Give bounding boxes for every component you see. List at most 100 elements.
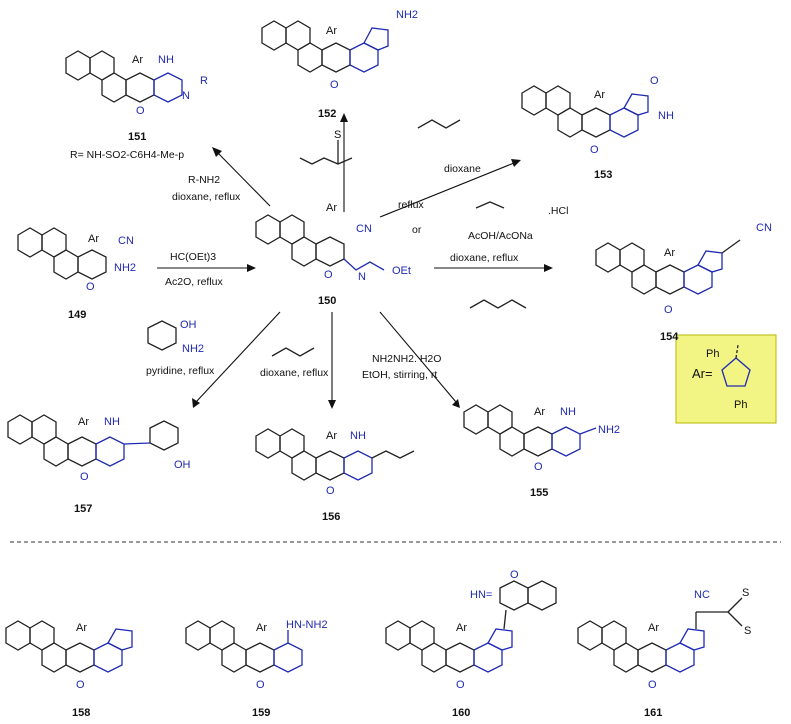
svg-text:O: O (650, 75, 659, 87)
compound-label-157: 157 (74, 503, 92, 515)
svg-text:CN: CN (756, 222, 772, 234)
compound-153: Ar O NH O 153 (521, 75, 674, 181)
svg-text:AcOH/AcONa: AcOH/AcONa (468, 230, 533, 242)
svg-text:O: O (330, 79, 339, 91)
arrow-149-to-150: HC(OEt)3 Ac2O, reflux (157, 251, 256, 288)
svg-text:CN: CN (356, 223, 372, 235)
svg-text:OH: OH (174, 459, 191, 471)
r-definition: R= NH-SO2-C6H4-Me-p (70, 149, 184, 161)
svg-text:OEt: OEt (392, 265, 411, 277)
svg-text:R: R (200, 75, 208, 87)
svg-text:O: O (136, 105, 145, 117)
svg-text:Ac2O, reflux: Ac2O, reflux (165, 276, 224, 288)
compound-label-158: 158 (72, 707, 90, 719)
compound-label-154: 154 (660, 331, 679, 343)
compound-label-160: 160 (452, 707, 470, 719)
svg-text:O: O (326, 485, 335, 497)
compound-label-153: 153 (594, 169, 612, 181)
svg-text:Ar: Ar (326, 430, 337, 442)
ar-phenyl-bottom: Ph (734, 399, 747, 411)
svg-text:NH: NH (104, 416, 120, 428)
svg-text:dioxane, reflux: dioxane, reflux (260, 367, 329, 379)
compound-label-151: 151 (128, 131, 146, 143)
svg-text:Ar: Ar (78, 416, 89, 428)
compound-152: Ar NH2 O 152 (261, 9, 418, 120)
svg-text:Ar: Ar (664, 247, 675, 259)
svg-text:O: O (324, 269, 333, 281)
ar-definition-box: Ar= Ph Ph (675, 334, 777, 424)
compound-label-161: 161 (644, 707, 662, 719)
svg-text:O: O (590, 144, 599, 156)
svg-text:Ar: Ar (648, 622, 659, 634)
svg-text:O: O (256, 679, 265, 691)
svg-text:HN-NH2: HN-NH2 (286, 619, 328, 631)
aminophenol-oh: OH (180, 319, 197, 331)
compound-158: Ar O 158 (5, 620, 133, 719)
svg-text:O: O (86, 281, 95, 293)
svg-text:O: O (76, 679, 85, 691)
compound-label-152: 152 (318, 108, 336, 120)
arrow-150-to-157: OH NH2 pyridine, reflux (146, 311, 281, 408)
compound-label-155: 155 (530, 487, 548, 499)
ar-label: Ar= (692, 366, 713, 381)
svg-text:HC(OEt)3: HC(OEt)3 (170, 251, 216, 263)
svg-text:or: or (412, 224, 422, 236)
svg-text:dioxane: dioxane (444, 163, 481, 175)
svg-text:EtOH, stirring, rt: EtOH, stirring, rt (362, 369, 437, 381)
svg-text:Ar: Ar (256, 622, 267, 634)
svg-text:N: N (358, 271, 366, 283)
compound-151: Ar NH N R O 151 R= NH-SO2-C6H4-Me-p (65, 50, 208, 161)
arrow-150-to-154: dioxane, reflux (434, 252, 553, 309)
compound-label-149: 149 (68, 309, 86, 321)
svg-text:Ar: Ar (594, 89, 605, 101)
compound-label-156: 156 (322, 511, 340, 523)
svg-text:Ar: Ar (88, 233, 99, 245)
svg-text:NH2: NH2 (396, 9, 418, 21)
arrow-150-to-152: S (299, 113, 353, 212)
svg-text:N: N (182, 90, 190, 102)
svg-text:dioxane, reflux: dioxane, reflux (450, 252, 519, 264)
compound-label-150: 150 (318, 295, 336, 307)
svg-text:reflux: reflux (398, 199, 424, 211)
ar-phenyl-top: Ph (706, 348, 719, 360)
svg-text:NH: NH (560, 406, 576, 418)
svg-text:dioxane, reflux: dioxane, reflux (172, 191, 241, 203)
svg-text:NH: NH (158, 54, 174, 66)
compound-150: Ar CN O N OEt 150 (255, 202, 411, 307)
svg-text:Ar: Ar (76, 622, 87, 634)
svg-text:Ar: Ar (534, 406, 545, 418)
svg-text:O: O (80, 471, 89, 483)
svg-text:S: S (744, 625, 751, 637)
aminophenol-nh2: NH2 (182, 343, 204, 355)
svg-text:S: S (742, 587, 749, 599)
svg-text:O: O (456, 679, 465, 691)
compound-156: Ar NH O 156 (255, 428, 415, 523)
compound-161: Ar NC S S O 161 (577, 587, 751, 719)
svg-text:Ar: Ar (456, 622, 467, 634)
svg-text:O: O (510, 569, 519, 581)
svg-text:.HCl: .HCl (548, 205, 568, 217)
compound-149: Ar CN O NH2 149 (17, 227, 136, 321)
compound-155: Ar NH NH2 O 155 (463, 404, 620, 499)
svg-text:NH2: NH2 (114, 262, 136, 274)
svg-text:NH2: NH2 (598, 424, 620, 436)
svg-text:NH: NH (658, 110, 674, 122)
thio-sulfur: S (334, 129, 341, 141)
svg-text:NC: NC (694, 589, 710, 601)
svg-text:O: O (534, 461, 543, 473)
compound-154: Ar CN O 154 (595, 222, 772, 343)
svg-text:Ar: Ar (326, 202, 337, 214)
svg-text:R-NH2: R-NH2 (188, 174, 220, 186)
svg-text:HN=: HN= (470, 589, 492, 601)
svg-text:pyridine, reflux: pyridine, reflux (146, 365, 215, 377)
svg-text:Ar: Ar (326, 25, 337, 37)
arrow-150-to-155: NH2NH2. H2O EtOH, stirring, rt (362, 311, 460, 408)
svg-text:NH2NH2. H2O: NH2NH2. H2O (372, 353, 441, 365)
svg-text:O: O (664, 304, 673, 316)
compound-157: Ar NH OH O 157 (7, 414, 191, 515)
svg-text:NH: NH (350, 430, 366, 442)
svg-text:CN: CN (118, 235, 134, 247)
compound-159: Ar HN-NH2 O 159 (185, 619, 328, 719)
compound-160: Ar HN= O O 160 (385, 569, 557, 719)
